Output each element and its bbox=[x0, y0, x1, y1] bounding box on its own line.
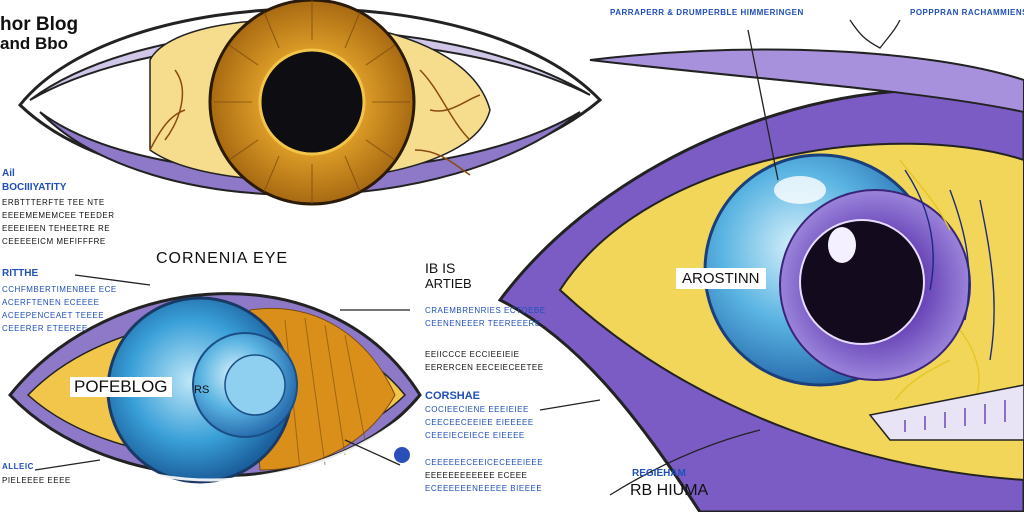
right-bottom-label: RB HIUMA bbox=[630, 482, 709, 499]
left-note-1: ERBTTTERFTE TEE NTE bbox=[2, 198, 105, 207]
left-note-8: CEEERER ETEEREE bbox=[2, 324, 88, 333]
left-footer-2: PIELEEEE EEEE bbox=[2, 476, 71, 485]
center-note-4: EERERCEN EECEIECEETEE bbox=[425, 363, 544, 372]
center-note-1: CRAEMBRENRIES ECTOEBE bbox=[425, 306, 546, 315]
corneas-note-3: CEEEIECEIECE EIEEEE bbox=[425, 431, 525, 440]
top-center-heading: PARRAPERR & DRUMPERBLE HIMMERINGEN bbox=[610, 8, 804, 17]
right-eye-label: AROSTINN bbox=[676, 268, 766, 289]
bottom-center-note-3: ECEEEEEENEEEEE BIEEEE bbox=[425, 484, 543, 493]
bottom-left-eye bbox=[8, 292, 422, 484]
left-heading-1: Ail bbox=[2, 168, 15, 179]
top-right-heading: POPPPRAN RACHAMMIENS bbox=[910, 8, 1024, 17]
left-note-3: EEEEIEEN TEHEETRE RE bbox=[2, 224, 111, 233]
corneas-heading: CORSHAE bbox=[425, 390, 481, 402]
right-bottom-small-label: REGIEHAM bbox=[632, 468, 686, 479]
marker-dot bbox=[394, 447, 410, 463]
left-note-6: ACERFTENEN ECEEEE bbox=[2, 298, 100, 307]
center-note-2: CEENENEEER TEEREEERE bbox=[425, 319, 541, 328]
pointer-lines bbox=[34, 19, 901, 496]
lower-left-label: POFEBLOG bbox=[70, 377, 172, 397]
right-large-eye bbox=[497, 48, 1024, 512]
corneas-note-1: COCIEECIENE EEEIEIEE bbox=[425, 405, 529, 414]
corneas-note-2: CEECEECEEIEE EIEEEEE bbox=[425, 418, 534, 427]
left-note-7: ACEEPENCEAET TEEEE bbox=[2, 311, 105, 320]
left-note-5: CCHFMBERTIMENBEE ECE bbox=[2, 285, 117, 294]
left-heading-3: RITTHE bbox=[2, 268, 39, 279]
top-left-eye bbox=[17, 0, 603, 206]
left-heading-2: BOCIIIYATITY bbox=[2, 182, 67, 193]
left-footer-1: ALLEIC bbox=[2, 462, 34, 471]
center-note-3: EEIICCCE ECCIEEIEIE bbox=[425, 350, 520, 359]
center-label-1: IB IS bbox=[425, 260, 456, 276]
diagram-title: CORNENIA EYE bbox=[156, 250, 289, 267]
center-label-2: ARTIEB bbox=[425, 276, 472, 291]
title-line-1: hor Blog bbox=[0, 14, 79, 35]
title-line-2: and Bbo bbox=[0, 34, 68, 53]
lower-left-small-label: RS bbox=[194, 384, 210, 396]
left-note-4: CEEEEEICM MEFIFFFRE bbox=[2, 237, 106, 246]
left-note-2: EEEEMEMEMCEE TEEDER bbox=[2, 211, 115, 220]
bottom-center-note-2: EEEEEEEEEEEE ECEEE bbox=[425, 471, 528, 480]
bottom-center-note-1: CEEEEEECEEICECEEEIEEE bbox=[425, 458, 544, 467]
